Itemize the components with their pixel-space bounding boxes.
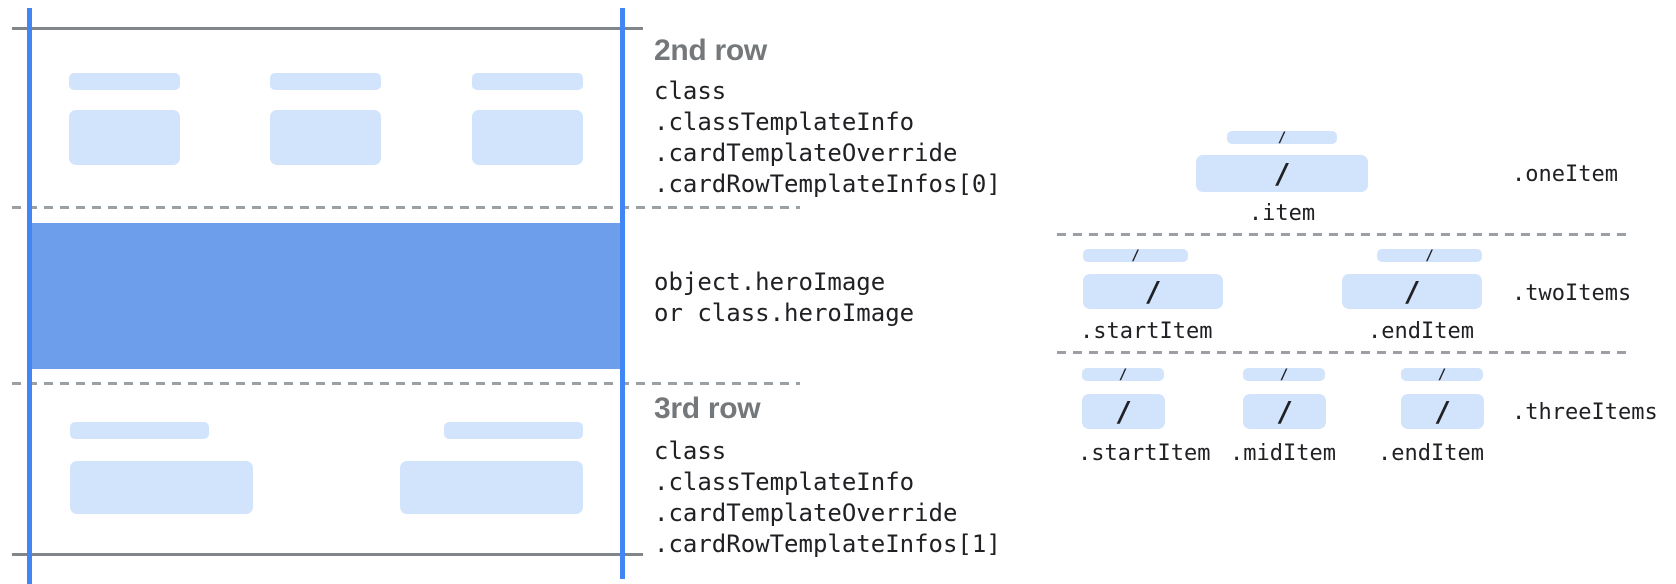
third-row-label-placeholder [70,422,209,439]
second-row-label-placeholder [472,73,583,90]
code-line: .classTemplateInfo [654,108,915,136]
two-items-end-label-placeholder: / [1377,247,1482,264]
card-template-diagram [0,0,810,584]
three-items-mid-value-placeholder: / [1243,394,1326,429]
layout-divider-dashed-line [1057,351,1628,354]
three-items-mid-label-placeholder: / [1243,366,1325,383]
second-row-label-placeholder [69,73,180,90]
slash-glyph: / [1434,394,1451,428]
layout-divider-dashed-line [1057,233,1628,236]
slash-glyph: / [1425,247,1434,264]
code-line: object.heroImage [654,268,886,296]
slash-glyph: / [1144,274,1162,308]
code-line: .cardTemplateOverride [654,499,958,527]
item-field-label: .endItem [1368,319,1474,344]
code-line: .cardTemplateOverride [654,139,958,167]
slash-glyph: / [1437,366,1447,383]
two-items-start-label-placeholder: / [1083,247,1188,264]
slash-glyph: / [1276,394,1293,428]
third-row-value-placeholder [70,461,253,514]
card-bottom-border-line [12,553,643,556]
item-layouts-diagram: / / .item .oneItem / / / / .startItem .e… [980,0,1676,584]
second-row-heading: 2nd row [654,34,767,67]
slash-glyph: / [1277,129,1287,146]
two-items-start-value-placeholder: / [1083,274,1223,309]
row-divider-dashed-line [12,382,800,385]
layout-name-one-item: .oneItem [1512,162,1618,187]
three-items-end-value-placeholder: / [1401,394,1484,429]
card-top-border-line [12,27,643,30]
slash-glyph: / [1403,274,1421,308]
three-items-end-label-placeholder: / [1401,366,1483,383]
third-row-code-block: class .classTemplateInfo .cardTemplateOv… [654,436,1001,560]
second-row-code-block: class .classTemplateInfo .cardTemplateOv… [654,76,1001,200]
three-items-start-value-placeholder: / [1082,394,1165,429]
code-line: or class.heroImage [654,299,915,327]
three-items-start-label-placeholder: / [1082,366,1164,383]
card-right-guide-line [620,8,625,579]
second-row-label-placeholder [270,73,381,90]
third-row-value-placeholder [400,461,583,514]
code-line: class [654,77,727,105]
item-field-label: .startItem [1078,441,1211,466]
two-items-end-value-placeholder: / [1342,274,1482,309]
item-field-label: .endItem [1378,441,1484,466]
hero-image-band [28,223,622,369]
layout-name-two-items: .twoItems [1512,281,1632,306]
slash-glyph: / [1131,247,1140,264]
code-line: .cardRowTemplateInfos[1] [654,530,1001,558]
slash-glyph: / [1273,156,1291,190]
third-row-heading: 3rd row [654,392,761,425]
second-row-value-placeholder [472,110,583,165]
hero-image-code-block: object.heroImage or class.heroImage [654,267,914,329]
item-field-label: .midItem [1230,441,1336,466]
code-line: .cardRowTemplateInfos[0] [654,170,1001,198]
one-item-value-placeholder: / [1196,155,1368,192]
row-divider-dashed-line [12,206,800,209]
layout-name-three-items: .threeItems [1512,400,1658,425]
item-field-label: .startItem [1080,319,1213,344]
slash-glyph: / [1118,366,1128,383]
code-line: .classTemplateInfo [654,468,915,496]
item-field-label: .item [1248,201,1316,226]
card-left-guide-line [27,8,32,584]
third-row-label-placeholder [444,422,583,439]
slash-glyph: / [1279,366,1289,383]
second-row-value-placeholder [270,110,381,165]
second-row-value-placeholder [69,110,180,165]
code-line: class [654,437,727,465]
one-item-label-placeholder: / [1227,129,1337,146]
slash-glyph: / [1115,394,1132,428]
